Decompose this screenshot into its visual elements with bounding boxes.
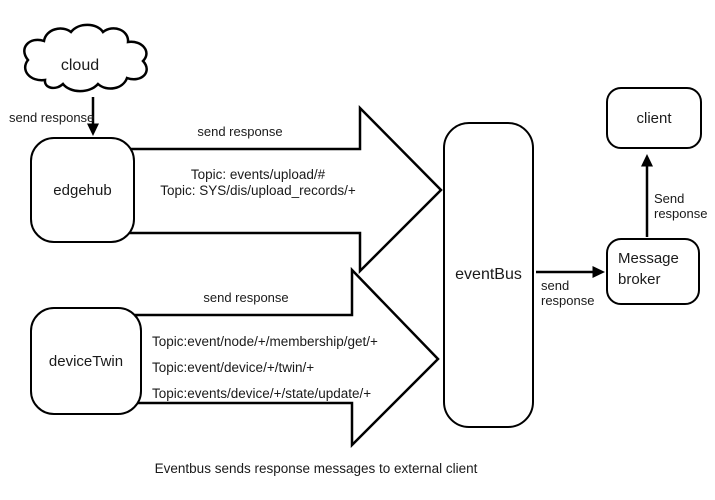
- edgehub-node: edgehub: [30, 137, 135, 243]
- topic-line: Topic: SYS/dis/upload_records/+: [160, 182, 356, 198]
- cloud-to-edgehub-arrowhead-icon: [87, 123, 99, 136]
- eventbus-to-broker-arrowhead-icon: [592, 266, 605, 278]
- broker-to-client-arrowhead-icon: [641, 154, 653, 167]
- eventbus-node: eventBus: [443, 122, 534, 428]
- eventbus-to-broker-edge-label: send response: [541, 278, 595, 308]
- devicetwin-to-eventbus-topics: Topic:event/node/+/membership/get/+ Topi…: [152, 329, 412, 407]
- eventbus-node-label: eventBus: [455, 266, 522, 283]
- block-arrow-edgehub-to-eventbus: [128, 104, 443, 275]
- message-broker-node-label: Message broker: [618, 250, 679, 288]
- edgehub-to-eventbus-topics: Topic: events/upload/# Topic: SYS/dis/up…: [148, 167, 368, 198]
- cloud-to-edgehub-edge-label: send response: [9, 110, 95, 125]
- client-node: client: [606, 87, 702, 149]
- cloud-node-label: cloud: [60, 57, 100, 74]
- cloud-shape: [23, 23, 148, 93]
- diagram-caption: Eventbus sends response messages to exte…: [154, 461, 478, 476]
- topic-line: Topic:events/device/+/state/update/+: [152, 386, 372, 401]
- devicetwin-node: deviceTwin: [30, 307, 142, 415]
- block-arrow-devicetwin-to-eventbus: [134, 266, 440, 449]
- edgehub-to-eventbus-edge-label: send response: [197, 124, 283, 139]
- edgehub-node-label: edgehub: [53, 181, 112, 199]
- broker-to-client-edge-label: Send response: [654, 191, 708, 221]
- devicetwin-to-eventbus-edge-label: send response: [203, 290, 289, 305]
- devicetwin-node-label: deviceTwin: [48, 352, 124, 370]
- topic-line: Topic:event/device/+/twin/+: [152, 360, 315, 375]
- message-broker-node: Message broker: [606, 238, 700, 305]
- client-node-label: client: [636, 109, 672, 127]
- topic-line: Topic: events/upload/#: [190, 167, 326, 182]
- topic-line: Topic:event/node/+/membership/get/+: [152, 334, 378, 349]
